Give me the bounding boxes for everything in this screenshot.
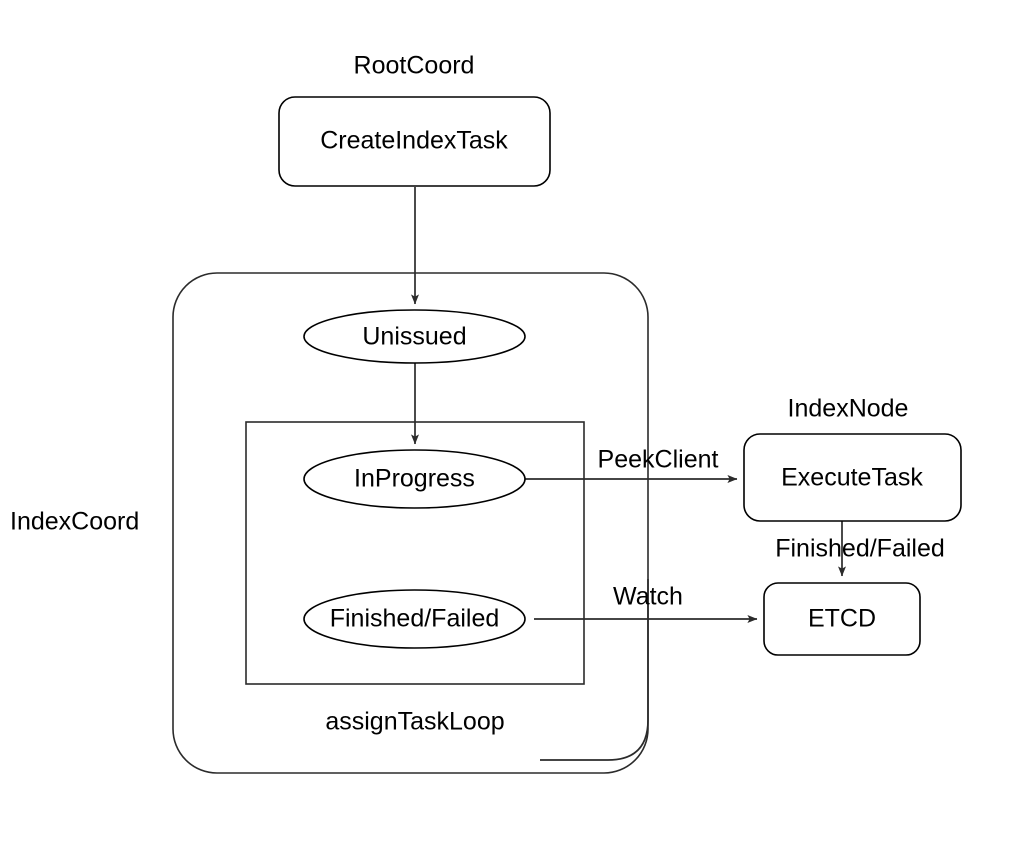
node-execute-task-label: ExecuteTask bbox=[781, 464, 923, 492]
node-unissued[interactable] bbox=[303, 309, 526, 364]
node-create-index-task-label: CreateIndexTask bbox=[320, 127, 508, 155]
node-execute-task[interactable] bbox=[743, 433, 962, 522]
node-create-index-task[interactable] bbox=[278, 96, 551, 187]
group-label-index-coord: IndexCoord bbox=[10, 508, 139, 536]
node-in-progress-label: InProgress bbox=[354, 465, 475, 493]
edge-label-finished-failed: Finished/Failed bbox=[775, 535, 945, 563]
edge-label-peek-client: PeekClient bbox=[598, 446, 719, 474]
edge-watch-return-path bbox=[540, 579, 649, 761]
edge-label-watch: Watch bbox=[613, 583, 683, 611]
node-finished-failed-state[interactable] bbox=[303, 589, 526, 649]
group-index-coord bbox=[172, 272, 649, 774]
group-label-assign-task-loop: assignTaskLoop bbox=[325, 708, 504, 736]
node-finished-failed-state-label: Finished/Failed bbox=[330, 605, 500, 633]
group-label-index-node: IndexNode bbox=[788, 395, 909, 423]
node-etcd[interactable] bbox=[763, 582, 921, 656]
group-label-root-coord: RootCoord bbox=[354, 52, 475, 80]
node-in-progress[interactable] bbox=[303, 449, 526, 509]
node-etcd-label: ETCD bbox=[808, 605, 876, 633]
node-unissued-label: Unissued bbox=[362, 323, 466, 351]
